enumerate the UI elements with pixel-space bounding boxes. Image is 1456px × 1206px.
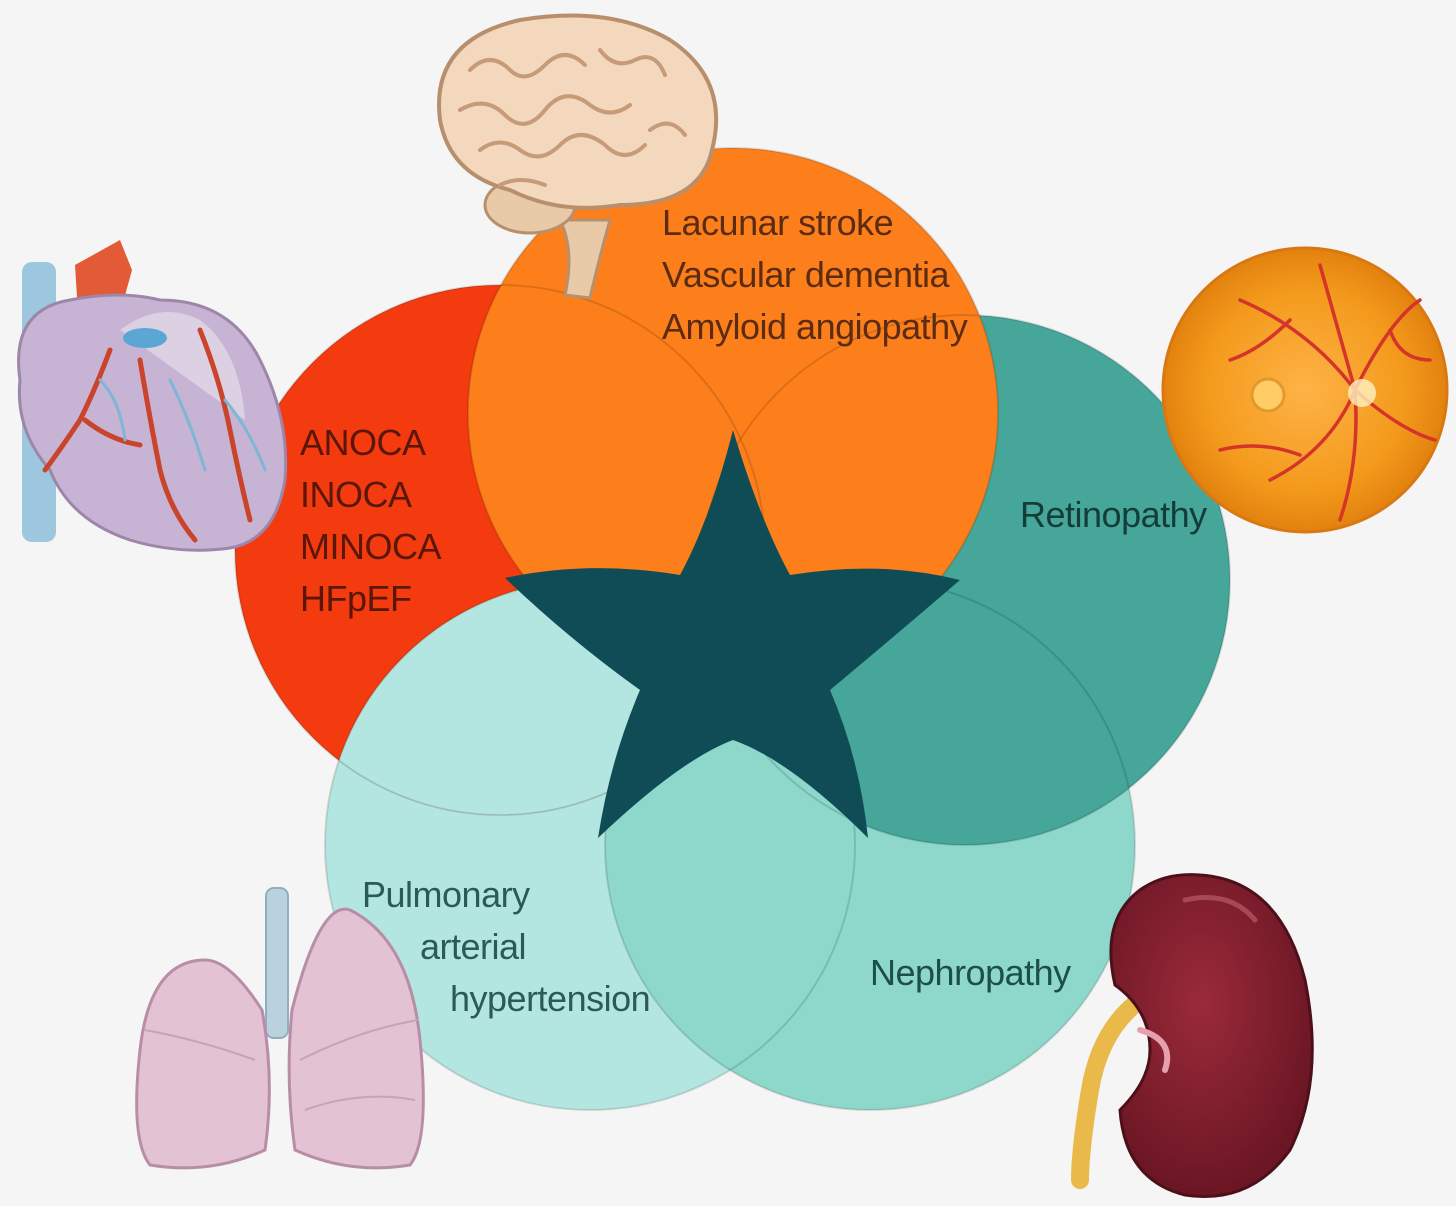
- lungs-icon: [135, 887, 425, 1170]
- kidney-icon: [1071, 873, 1314, 1199]
- heart-condition-2: INOCA: [300, 474, 412, 515]
- heart-condition-1: ANOCA: [300, 422, 426, 463]
- lungs-condition-3: hypertension: [450, 978, 650, 1019]
- lungs-condition-2: arterial: [420, 926, 526, 967]
- heart-icon: [17, 240, 288, 552]
- brain-condition-1: Lacunar stroke: [662, 202, 893, 243]
- kidney-condition: Nephropathy: [870, 952, 1071, 993]
- brain-condition-3: Amyloid angiopathy: [662, 306, 968, 347]
- brain-condition-2: Vascular dementia: [662, 254, 950, 295]
- heart-condition-3: MINOCA: [300, 526, 441, 567]
- lungs-condition-1: Pulmonary: [362, 874, 530, 915]
- center-star: [505, 430, 960, 838]
- heart-condition-4: HFpEF: [300, 578, 412, 619]
- brain-icon: [437, 13, 719, 300]
- brain-circle: [468, 148, 998, 678]
- retina-condition: Retinopathy: [1020, 494, 1207, 535]
- retina-icon: [1161, 246, 1449, 534]
